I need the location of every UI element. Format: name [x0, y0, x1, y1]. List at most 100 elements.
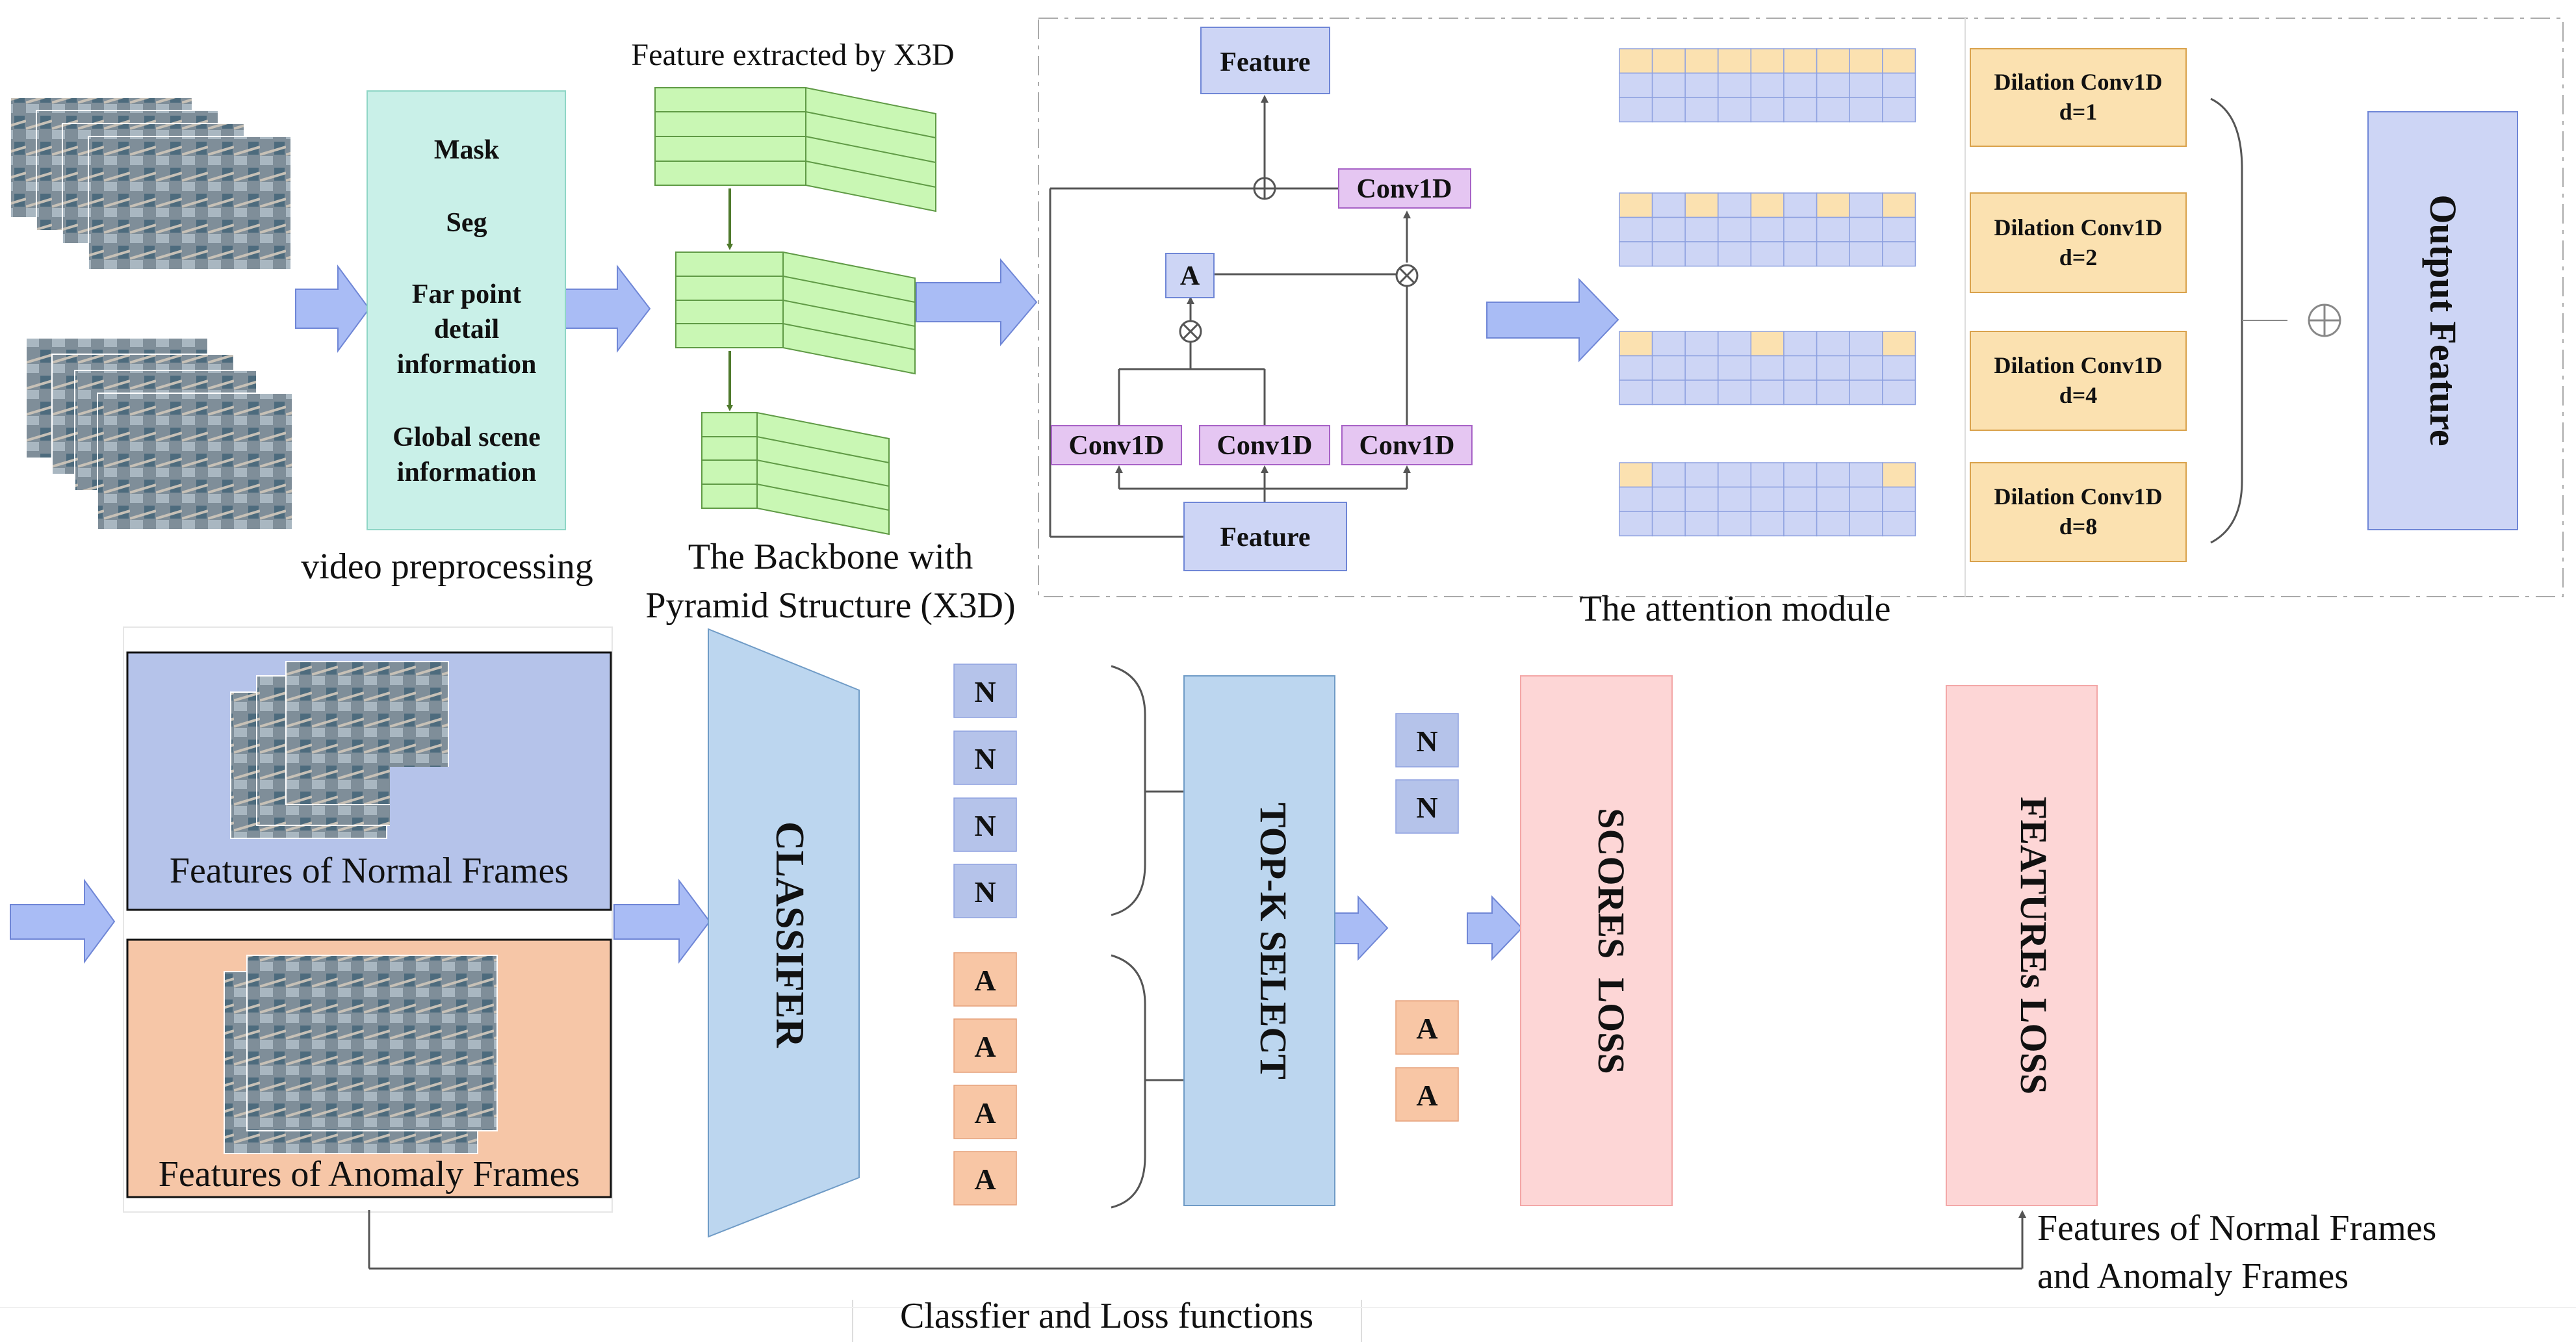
anomaly-score-token [953, 1018, 1017, 1073]
grid-cell [1816, 355, 1850, 381]
grid-cell [1750, 216, 1784, 242]
feature-note-1: Features of Normal Frames [2037, 1208, 2436, 1248]
grid-cell [1619, 241, 1653, 267]
scores-loss-label: SCORES LOSS [1590, 808, 1632, 1074]
anomaly-token-label: A [1416, 1012, 1437, 1045]
anomaly-token-label: A [974, 1096, 996, 1129]
grid-cell [1816, 241, 1850, 267]
grid-cell [1783, 462, 1818, 488]
grid-cell [1619, 355, 1653, 381]
grid-cell [1684, 97, 1719, 123]
grid-cell [1882, 380, 1916, 406]
output-feature-box [2367, 111, 2518, 530]
feature-note-2: and Anomaly Frames [2037, 1256, 2349, 1297]
scores-loss-block [1520, 675, 1673, 1206]
grid-cell [1816, 511, 1850, 537]
grid-cell [1750, 380, 1784, 406]
bottom-arrows [10, 878, 1523, 964]
attention-feature-top: Feature [1220, 47, 1310, 77]
grid-cell [1619, 486, 1653, 512]
features-region [123, 626, 613, 1213]
attention-conv-left: Conv1D [1068, 431, 1164, 461]
dilation-2-name: Dilation Conv1D [1994, 214, 2162, 240]
flow-arrows-top [295, 258, 1619, 363]
grid-cell [1750, 97, 1784, 123]
dilation-8-d: d=8 [2059, 513, 2098, 539]
grid-cell [1849, 97, 1883, 123]
backbone-caption-1: The Backbone with [688, 537, 973, 577]
anomaly-token-label: A [974, 964, 996, 997]
grid-cell [1783, 192, 1818, 218]
backbone-top-label: Feature extracted by X3D [631, 38, 954, 72]
feature-loss-block [1946, 685, 2098, 1206]
grid-cell [1816, 72, 1850, 98]
anomaly-score-token [1395, 1000, 1459, 1055]
preprocess-caption: video preprocessing [301, 547, 593, 587]
anomaly-score-token [953, 952, 1017, 1007]
preprocess-mask: Mask [434, 135, 500, 165]
dilation-1-name: Dilation Conv1D [1994, 69, 2162, 95]
grid-cell [1882, 462, 1916, 488]
grid-cell [1816, 486, 1850, 512]
anomaly-score-token [953, 1151, 1017, 1206]
grid-cell [1651, 48, 1686, 74]
preprocess-far-point: Far point [412, 279, 521, 309]
grid-cell [1750, 462, 1784, 488]
preprocess-detail: detail [434, 315, 499, 344]
grid-cell [1750, 72, 1784, 98]
normal-score-token [953, 730, 1017, 785]
attention-conv-mid: Conv1D [1217, 431, 1312, 461]
grid-cell [1882, 72, 1916, 98]
grid-cell [1619, 48, 1653, 74]
grid-cell [1651, 97, 1686, 123]
feature-loss-label: FEATUREs LOSS [2013, 797, 2055, 1094]
grid-cell [1750, 241, 1784, 267]
grid-cell [1882, 331, 1916, 357]
grid-cell [1718, 486, 1752, 512]
grid-cell [1816, 97, 1850, 123]
grid-cell [1619, 511, 1653, 537]
grid-cell [1750, 192, 1784, 218]
grid-cell [1651, 462, 1686, 488]
backbone-caption-2: Pyramid Structure (X3D) [645, 586, 1015, 626]
grid-cell [1684, 331, 1719, 357]
normal-frame-images [230, 661, 491, 839]
grid-cell [1783, 48, 1818, 74]
classifier-block [708, 628, 860, 1238]
preprocess-information: information [397, 350, 537, 380]
grid-cell [1882, 241, 1916, 267]
grid-cell [1718, 380, 1752, 406]
grid-cell [1816, 48, 1850, 74]
grid-cell [1619, 72, 1653, 98]
normal-score-token [953, 664, 1017, 718]
attention-conv-top: Conv1D [1356, 174, 1452, 204]
classifier-label: CLASSIFER [767, 821, 812, 1048]
normal-token-label: N [974, 742, 996, 775]
normal-score-token [1395, 779, 1459, 834]
grid-cell [1750, 331, 1784, 357]
grid-cell [1718, 241, 1752, 267]
grid-cell [1684, 48, 1719, 74]
dilation-boxes [1970, 48, 2187, 562]
grid-cell [1718, 331, 1752, 357]
grid-cell [1718, 72, 1752, 98]
grid-cell [1849, 72, 1883, 98]
grid-cell [1684, 241, 1719, 267]
grid-cell [1816, 380, 1850, 406]
attention-feature-bottom: Feature [1220, 523, 1310, 552]
grid-cell [1684, 192, 1719, 218]
grid-cell [1684, 462, 1719, 488]
grid-cell [1849, 331, 1883, 357]
grid-cell [1718, 48, 1752, 74]
sum-icon [2308, 303, 2341, 337]
attention-graph [1049, 27, 1473, 571]
grid-cell [1783, 331, 1818, 357]
grid-cell [1783, 241, 1818, 267]
anomaly-token-label: A [1416, 1079, 1437, 1112]
grid-cell [1783, 72, 1818, 98]
grid-cell [1783, 216, 1818, 242]
grid-cell [1651, 72, 1686, 98]
grid-cell [1849, 511, 1883, 537]
anomaly-frame-images [224, 955, 498, 1154]
